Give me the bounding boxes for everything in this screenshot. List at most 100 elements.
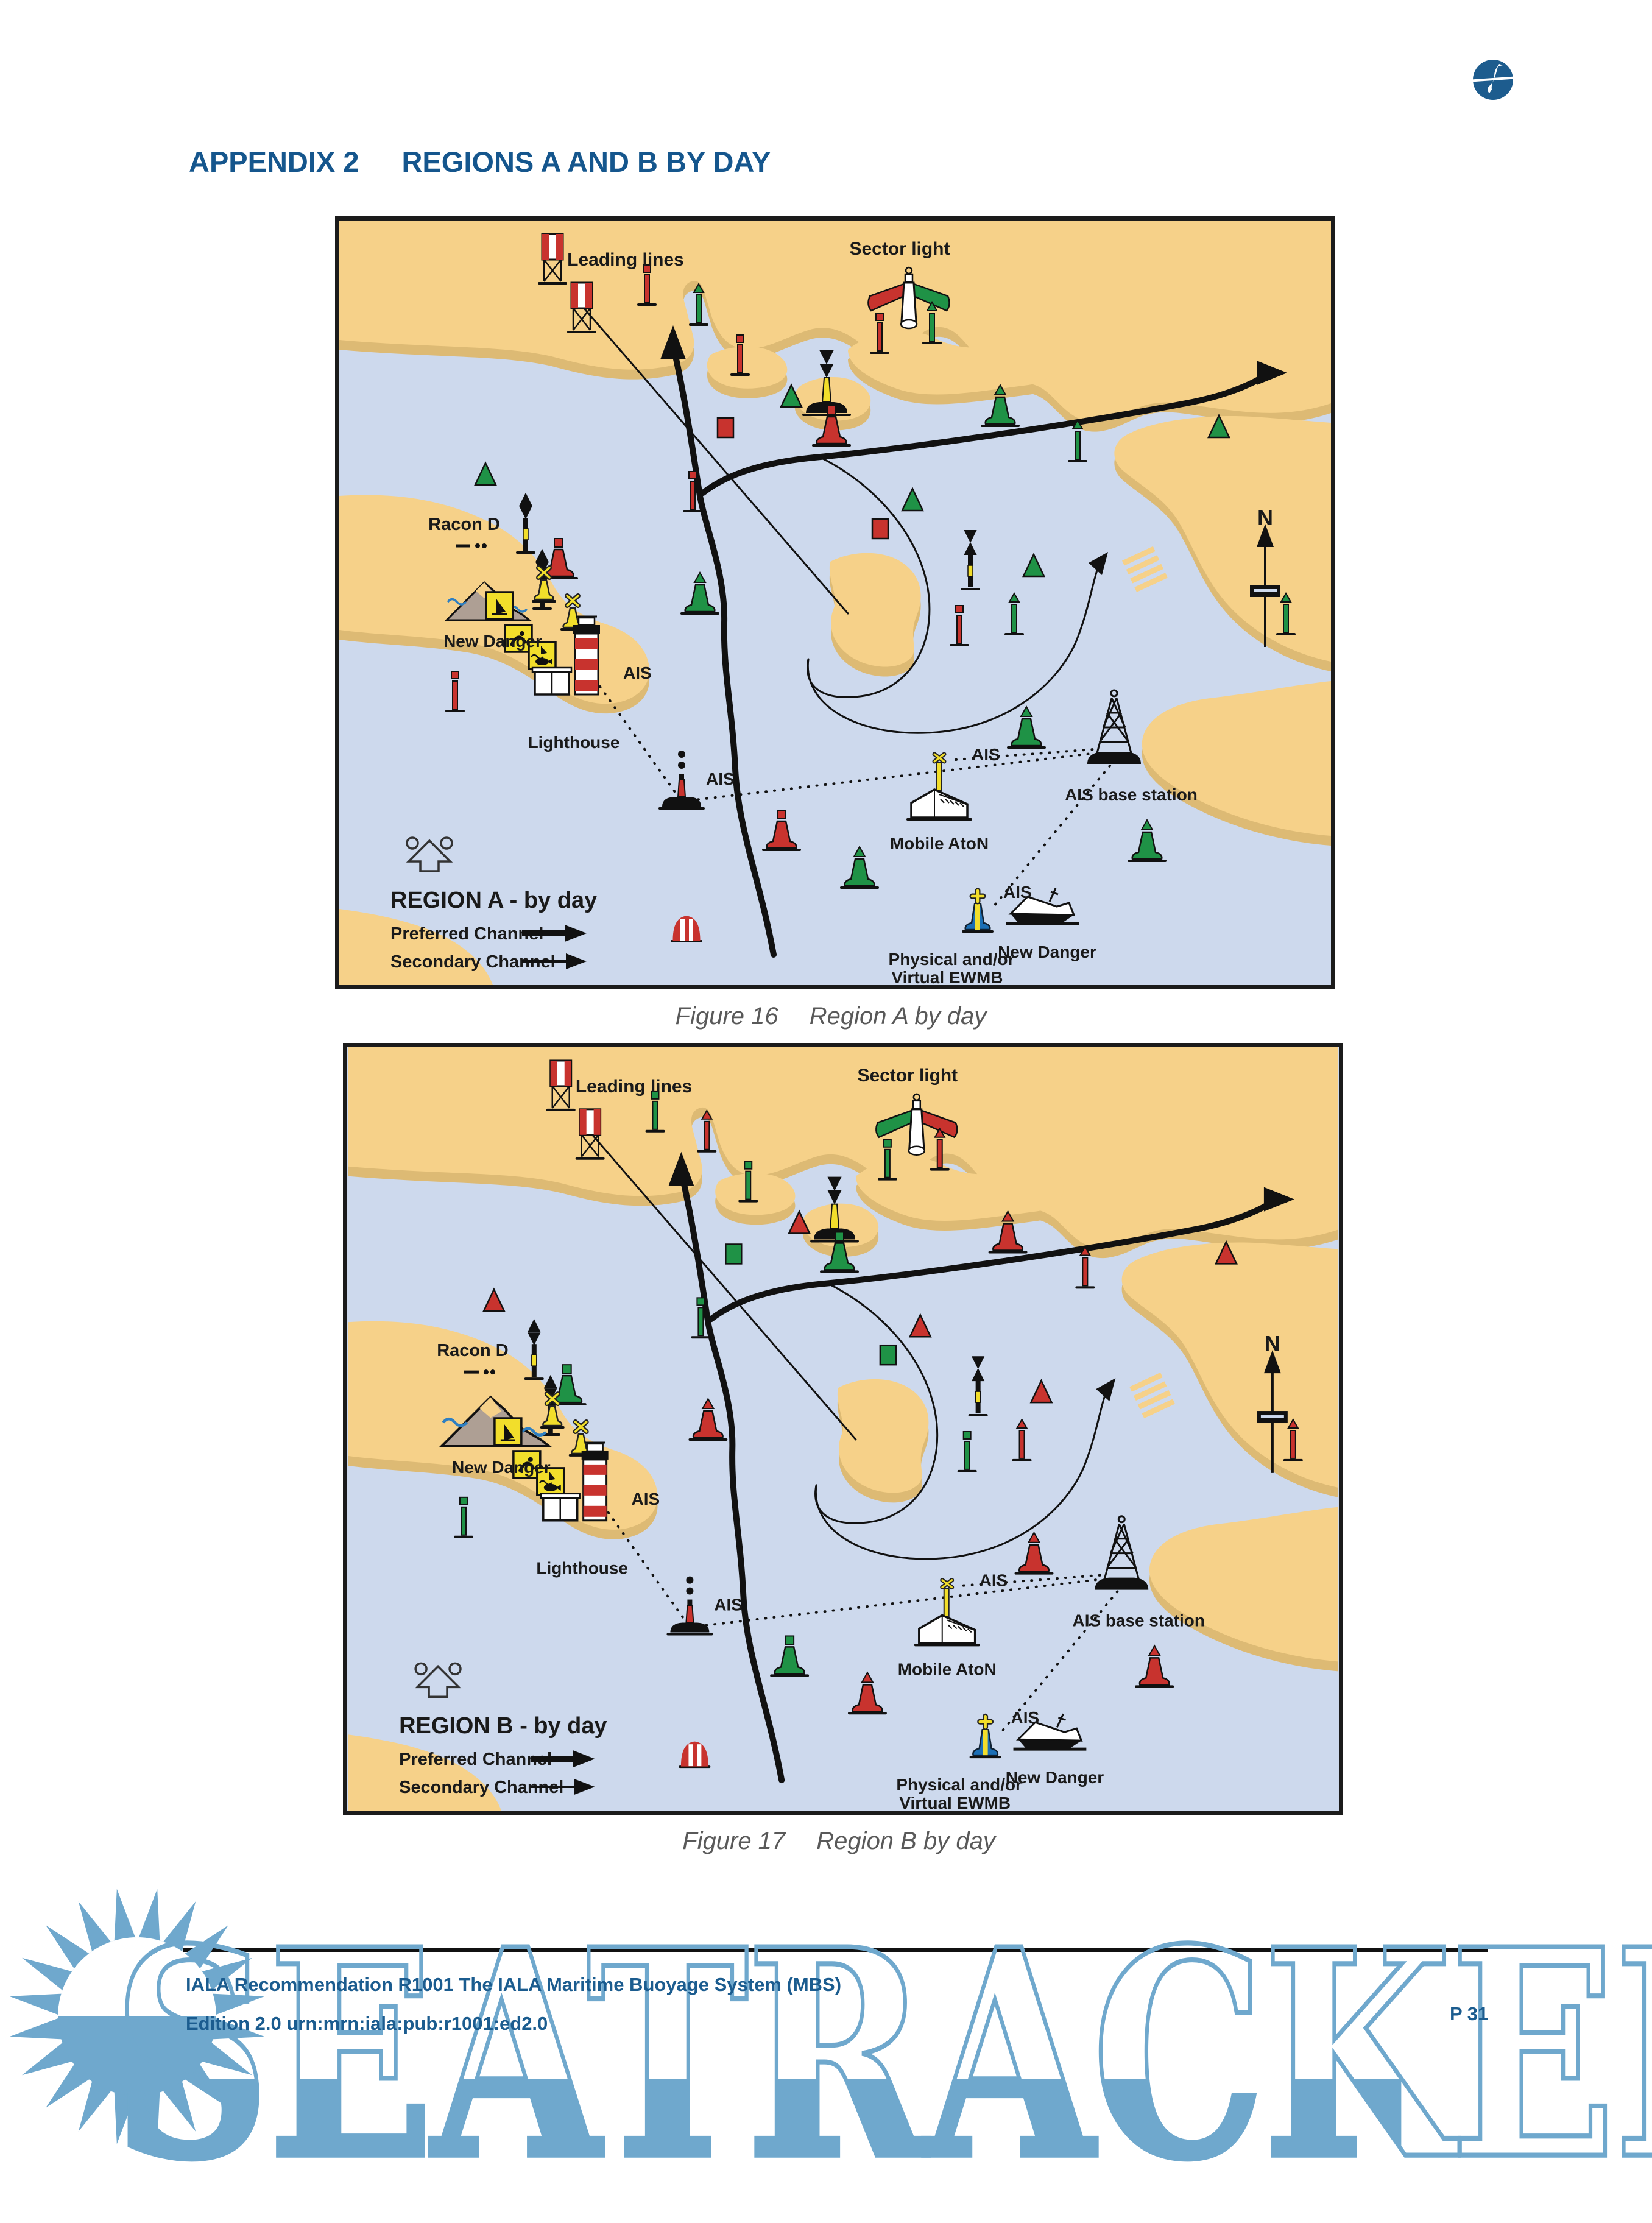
buoy-green-mark — [680, 571, 719, 615]
house-mark — [914, 1578, 980, 1647]
sign-mark — [512, 1450, 542, 1479]
ldb-mark — [567, 281, 596, 333]
footer-line1: IALA Recommendation R1001 The IALA Marit… — [186, 1974, 842, 1995]
card-mark — [516, 492, 535, 554]
ais-dotted-link — [607, 1511, 688, 1624]
tower-mark — [1087, 689, 1141, 764]
channel-layer — [582, 306, 1287, 958]
spar-red-mark — [1075, 1245, 1095, 1289]
cone-red-mark — [788, 1209, 811, 1234]
north-mark — [1250, 524, 1280, 647]
map-label: AIS — [980, 1571, 1008, 1590]
map-label: AIS — [714, 1596, 743, 1614]
ldb-mark — [538, 233, 567, 285]
map-label: Sector light — [857, 1066, 958, 1086]
map-label: AIS — [1011, 1708, 1040, 1727]
lighthouse-mark — [540, 1441, 609, 1522]
spar-red-mark — [683, 471, 702, 512]
figure-16-caption: Figure 16 Region A by day — [335, 1003, 1327, 1030]
buoy-green-mark — [840, 845, 879, 889]
document-page: { "page": {"appendix_label": "APPENDIX 2… — [9, 60, 1652, 2223]
footer-line2: Edition 2.0 urn:mrn:iala:pub:r1001:ed2.0 — [186, 2013, 548, 2034]
church-mark — [406, 836, 453, 872]
map-label: AIS — [1003, 883, 1032, 902]
channel-arrowhead — [1263, 1187, 1294, 1212]
spar-green-mark — [1276, 592, 1296, 635]
map-label: Leading lines — [576, 1076, 692, 1097]
spar-green-mark — [738, 1161, 758, 1203]
can-green-mark — [725, 1243, 743, 1265]
map-label: New Danger — [443, 632, 542, 651]
spar-green-mark — [922, 300, 942, 344]
logo-mermaid — [1488, 64, 1503, 93]
spar-red-mark — [637, 264, 657, 306]
channel-arrowhead — [1096, 1378, 1116, 1402]
card-mark — [961, 530, 980, 590]
buoy-red-mark — [1135, 1644, 1174, 1688]
can-red-mark — [716, 417, 735, 439]
secondary-channel-line — [590, 1133, 857, 1441]
spar-green-mark — [877, 1139, 897, 1181]
map-label: AIS base station — [1073, 1611, 1205, 1630]
cone-red-mark — [1215, 1240, 1238, 1265]
secondary-channel-line — [814, 1391, 1107, 1560]
sector-mark — [867, 266, 950, 330]
cone-red-mark — [1029, 1379, 1053, 1404]
sign-mark — [536, 1467, 565, 1496]
spar-green-mark — [1004, 592, 1024, 635]
buoy-green-mark — [820, 1231, 859, 1273]
map-label: New Danger — [452, 1458, 551, 1477]
secondary-channel-line — [814, 1283, 939, 1524]
cone-green-mark — [1207, 414, 1230, 439]
map-label: Racon D — [428, 515, 500, 534]
spar-red-mark — [730, 334, 750, 376]
figure-17-caption: Figure 17 Region B by day — [343, 1828, 1335, 1855]
footer-rule — [183, 1948, 1488, 1952]
cone-green-mark — [1022, 553, 1045, 578]
scard-mark — [810, 1176, 859, 1243]
map-label: Lighthouse — [536, 1559, 628, 1578]
ldb-mark — [546, 1059, 576, 1111]
spar-green-mark — [1068, 419, 1087, 462]
page-title: APPENDIX 2 REGIONS A AND B BY DAY — [189, 145, 771, 178]
spar-red-mark — [445, 671, 465, 712]
sign-mark — [493, 1417, 523, 1446]
spar-red-mark — [950, 605, 969, 646]
figure-17-caption-label: Figure 17 — [682, 1828, 786, 1854]
map-label: AIS — [706, 769, 735, 788]
house-mark — [906, 752, 972, 821]
church-mark — [414, 1662, 462, 1698]
pier — [1121, 546, 1168, 593]
wreck-mark — [1006, 888, 1079, 925]
footer: IALA Recommendation R1001 The IALA Marit… — [186, 1965, 841, 2043]
morse-mark — [456, 543, 487, 548]
ewmb-mark — [969, 1713, 1001, 1759]
cone-red-mark — [908, 1313, 932, 1338]
map-label: New Danger — [998, 942, 1096, 961]
map-label: Mobile AtoN — [898, 1659, 997, 1678]
map-label: Sector light — [849, 239, 950, 259]
map-label: Physical and/or — [889, 950, 1015, 969]
map-label: Virtual EWMB — [899, 1794, 1011, 1811]
sign-mark — [504, 624, 533, 653]
can-red-mark — [871, 518, 889, 540]
map-label: N — [1257, 505, 1273, 530]
map-label: Physical and/or — [896, 1775, 1022, 1794]
safew-mark — [671, 916, 702, 942]
cone-green-mark — [780, 383, 803, 408]
ais-dotted-link — [962, 1574, 1103, 1587]
map-label: Lighthouse — [528, 733, 620, 752]
spar-red-mark — [930, 1127, 950, 1171]
pier — [1129, 1372, 1175, 1419]
spar-red-mark — [697, 1109, 717, 1153]
sign-mark — [485, 591, 514, 620]
aisb-mark — [666, 1576, 713, 1636]
safew-mark — [679, 1741, 711, 1769]
ais-dotted-link — [955, 748, 1095, 761]
buoy-green-mark — [770, 1635, 810, 1677]
buoy-red-mark — [812, 405, 851, 447]
